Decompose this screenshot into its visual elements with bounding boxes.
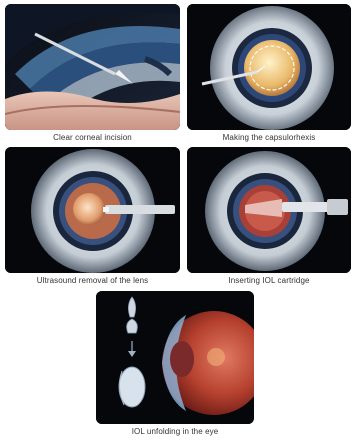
step-3-caption: Ultrasound removal of the lens xyxy=(5,276,180,285)
step-4-illustration xyxy=(187,147,351,273)
ultrasound-removal-drawing xyxy=(5,147,180,273)
iol-unfolding-drawing xyxy=(96,291,254,424)
corneal-incision-drawing xyxy=(5,4,180,130)
step-2-caption: Making the capsulorhexis xyxy=(187,133,351,142)
iol-cartridge-drawing xyxy=(187,147,351,273)
step-3-illustration xyxy=(5,147,180,273)
step-5-illustration xyxy=(96,291,254,424)
step-4-caption: Inserting IOL cartridge xyxy=(187,276,351,285)
capsulorhexis-drawing xyxy=(187,4,351,130)
step-1-illustration xyxy=(5,4,180,130)
step-5-caption: IOL unfolding in the eye xyxy=(96,427,254,436)
step-1-caption: Clear corneal incision xyxy=(5,133,180,142)
step-2-illustration xyxy=(187,4,351,130)
